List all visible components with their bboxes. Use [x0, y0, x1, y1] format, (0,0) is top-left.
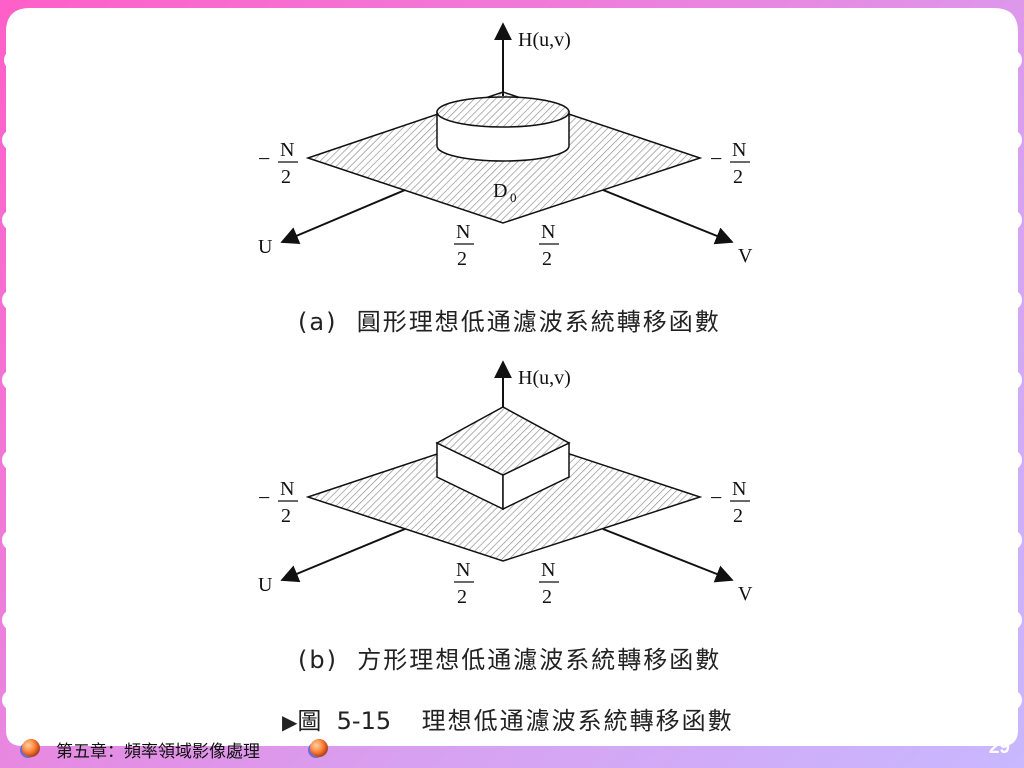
- frac-num-right-a: N: [732, 139, 746, 161]
- figure-title: 理想低通濾波系統轉移函數: [421, 707, 734, 735]
- frac-num-left-a: N: [280, 139, 294, 161]
- v-axis-label-b: V: [738, 583, 753, 605]
- frac-den-left-b: 2: [281, 505, 291, 527]
- content-panel: [6, 8, 1018, 746]
- h-axis-label-a: H(u,v): [518, 29, 571, 51]
- bullet-icon-right: [310, 739, 328, 757]
- frac-den-br-b: 2: [542, 586, 552, 608]
- figure-a: H(u,v) U V D 0 − N 2 − N 2 N 2 N 2: [258, 22, 753, 270]
- frac-den-bl-b: 2: [457, 586, 467, 608]
- frac-den-bl-a: 2: [457, 248, 467, 270]
- caption-a-text: 圓形理想低通濾波系統轉移函數: [356, 308, 721, 336]
- caption-b: (b) 方形理想低通濾波系統轉移函數: [298, 640, 721, 675]
- figure-label: 圖: [297, 707, 322, 735]
- neg-sign-left-a: −: [258, 146, 270, 171]
- u-axis-a: [280, 189, 406, 244]
- h-axis-label-b: H(u,v): [518, 367, 571, 389]
- caption-a: (a) 圓形理想低通濾波系統轉移函數: [298, 302, 721, 337]
- frac-num-bl-a: N: [456, 221, 470, 243]
- frac-num-bl-b: N: [456, 559, 470, 581]
- frac-den-right-b: 2: [733, 505, 743, 527]
- u-axis-b: [280, 528, 406, 583]
- footer-chapter-title: 第五章：頻率領域影像處理: [56, 742, 260, 762]
- figure-caption: ▶圖 5-15 理想低通濾波系統轉移函數: [282, 701, 734, 736]
- radius-subscript-a: 0: [510, 190, 517, 205]
- u-axis-label-b: U: [258, 574, 273, 596]
- frac-den-left-a: 2: [281, 166, 291, 188]
- page-number: 29: [988, 737, 1010, 758]
- cylinder-top: [436, 96, 570, 128]
- frac-num-br-a: N: [541, 221, 555, 243]
- neg-sign-right-b: −: [710, 485, 722, 510]
- box-top-face: [435, 406, 571, 476]
- frac-den-br-a: 2: [542, 248, 552, 270]
- caption-b-text: 方形理想低通濾波系統轉移函數: [357, 646, 722, 674]
- neg-sign-left-b: −: [258, 485, 270, 510]
- v-axis-b: [602, 528, 734, 583]
- frac-num-left-b: N: [280, 478, 294, 500]
- bullet-icon-left: [22, 739, 40, 757]
- radius-label-a: D: [493, 180, 507, 202]
- v-axis-a: [602, 189, 734, 245]
- frac-num-br-b: N: [541, 559, 555, 581]
- v-axis-label-a: V: [738, 245, 753, 267]
- figure-marker-icon: ▶: [282, 710, 298, 734]
- neg-sign-right-a: −: [710, 146, 722, 171]
- figure-b: H(u,v) U V − N 2 − N 2 N 2 N 2: [258, 360, 753, 608]
- figure-number: 5-15: [336, 707, 392, 735]
- u-axis-label-a: U: [258, 236, 273, 258]
- caption-a-prefix: (a): [298, 308, 338, 336]
- caption-b-prefix: (b): [298, 646, 338, 674]
- frac-num-right-b: N: [732, 478, 746, 500]
- frac-den-right-a: 2: [733, 166, 743, 188]
